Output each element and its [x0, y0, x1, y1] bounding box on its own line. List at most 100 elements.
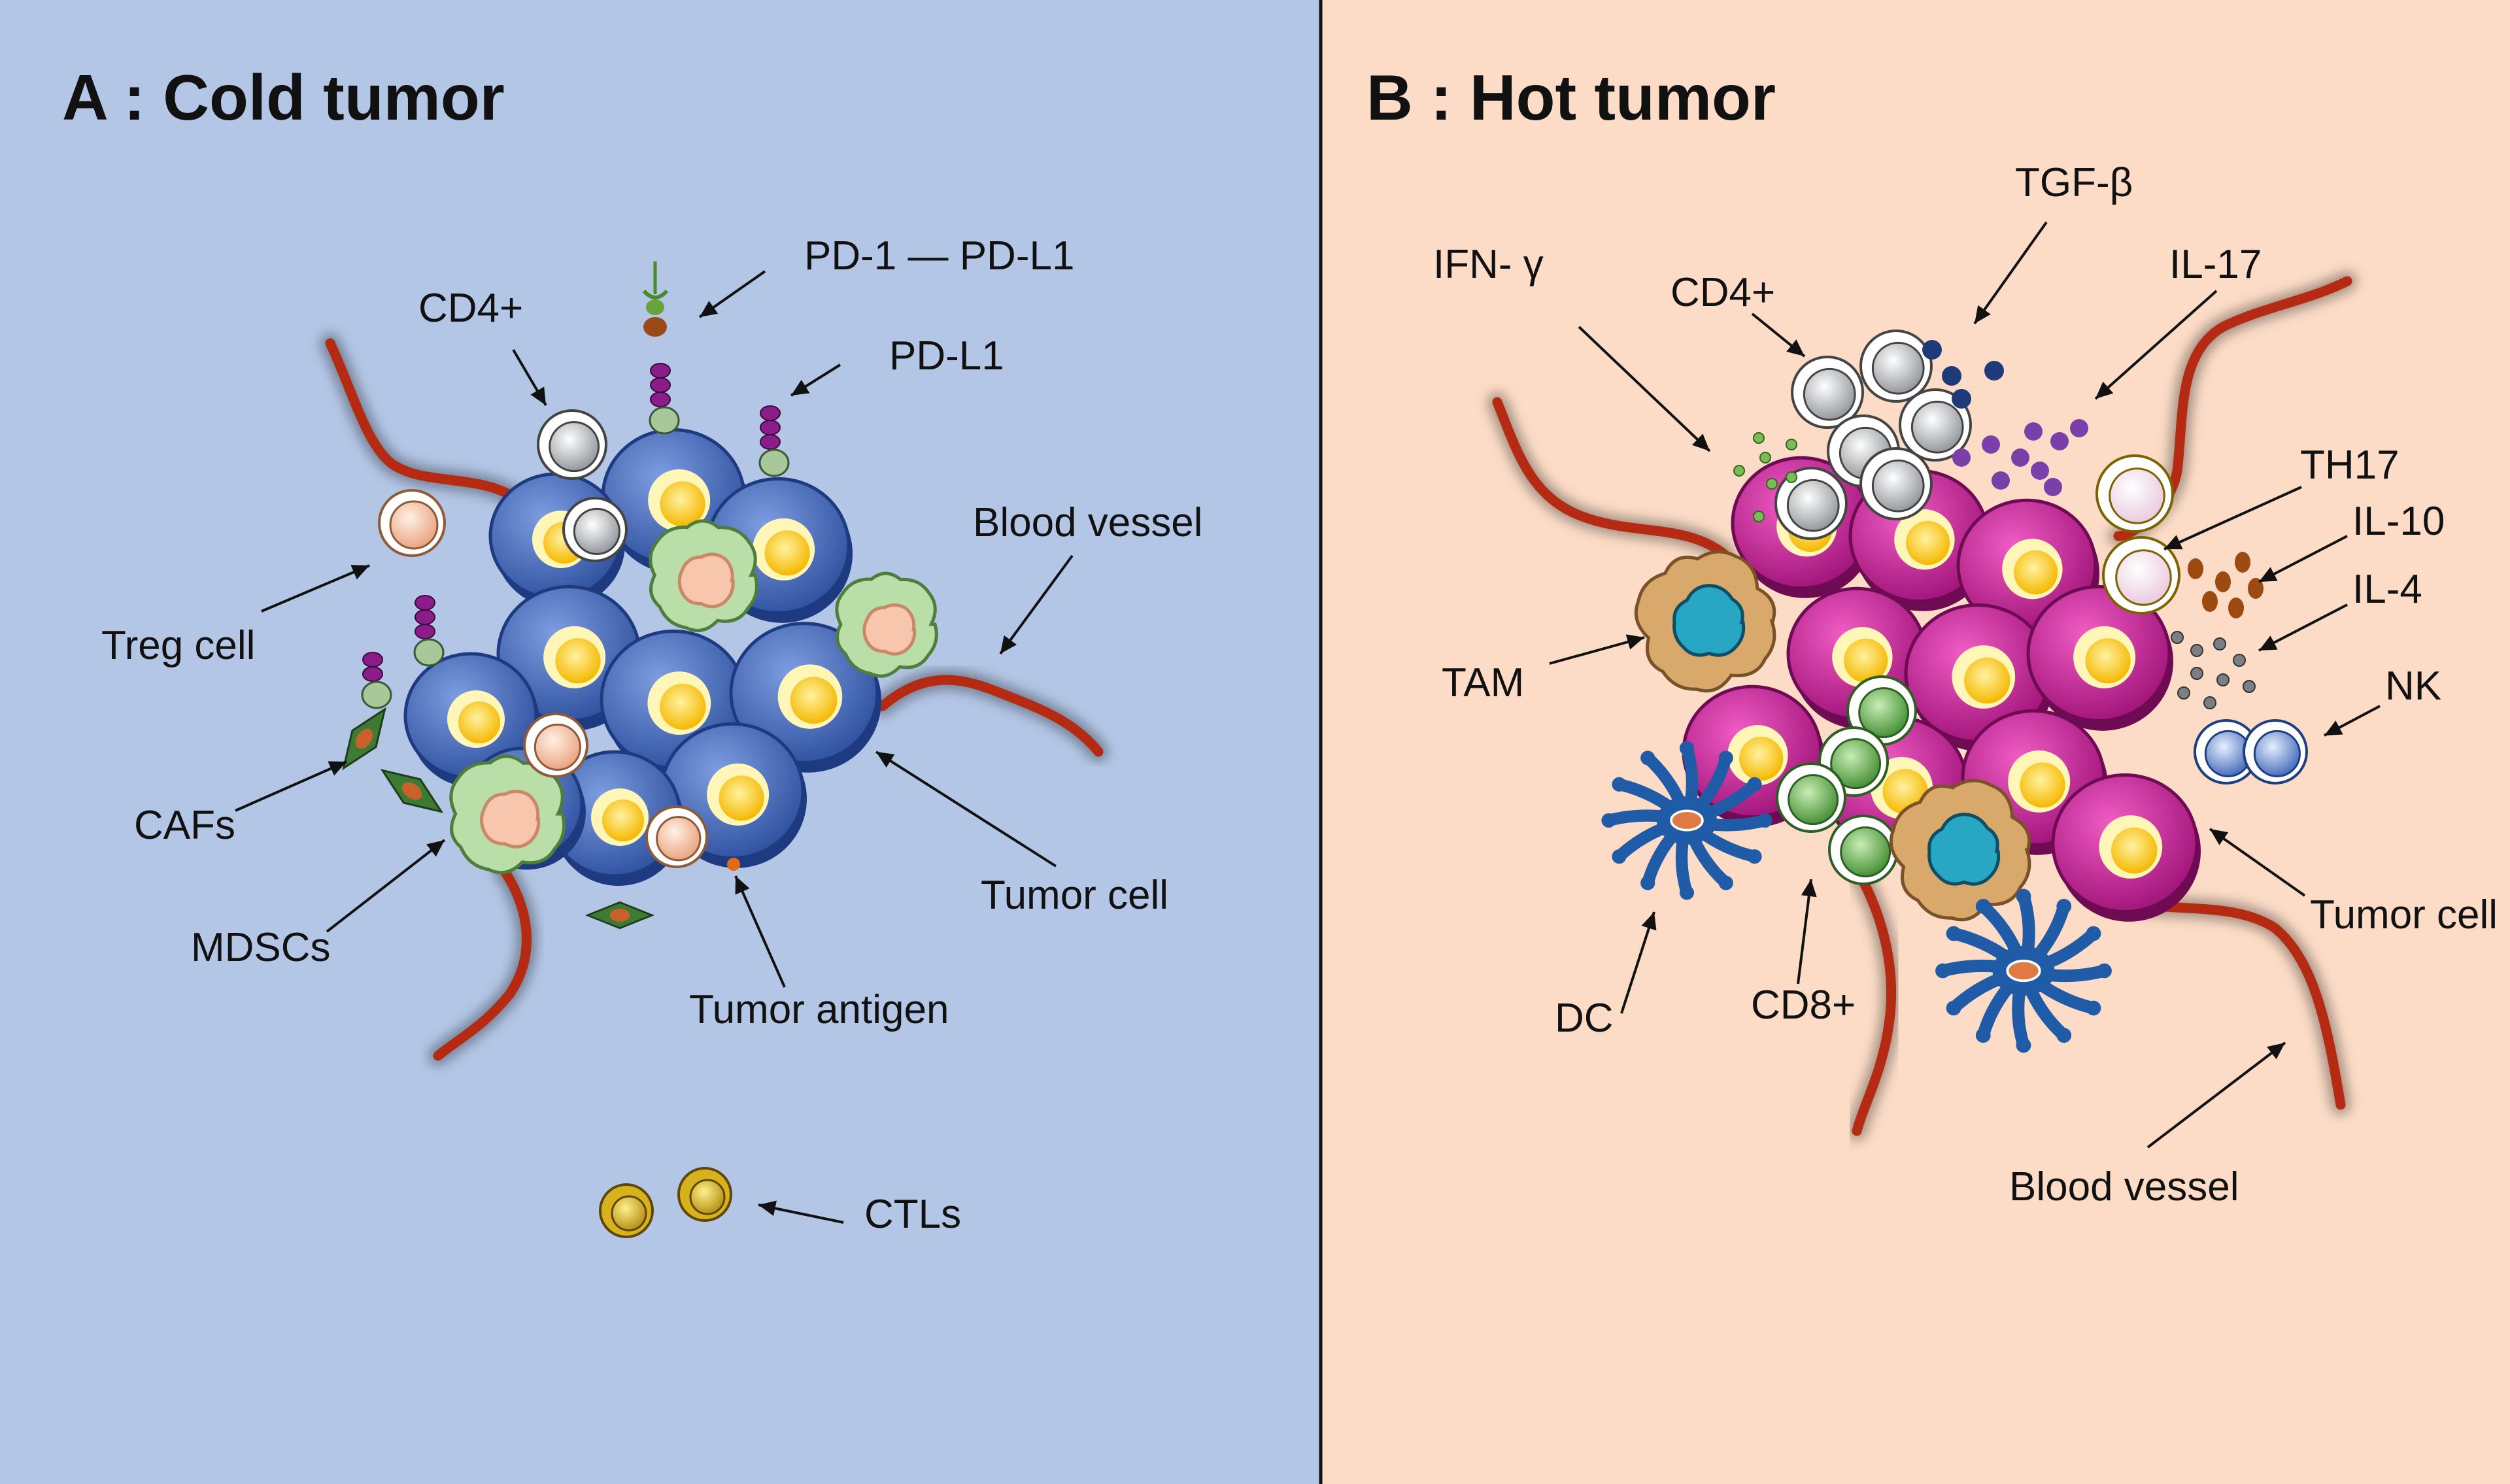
label-pd1-pdl1: PD-1 — PD-L1 [804, 233, 1074, 278]
il17-particle [2024, 422, 2043, 441]
pointer-arrow [2094, 290, 2218, 400]
treg-cells [378, 489, 708, 868]
il10-particle [2188, 558, 2203, 579]
label-tumor-cell-cold: Tumor cell [981, 873, 1168, 918]
arrow-head [2164, 535, 2183, 550]
pointer-arrow [1578, 326, 1711, 452]
label-ifn-gamma: IFN- γ [1433, 242, 1544, 287]
receptor-bead [650, 392, 671, 407]
pointer-arrow [2324, 705, 2381, 737]
il4-particle [2190, 644, 2203, 657]
receptor-bead [650, 377, 671, 393]
arrow-shaft [1578, 326, 1711, 452]
label-ctls: CTLs [864, 1192, 961, 1237]
tumor-cell-nucleus [790, 677, 838, 724]
dc-dendrite-tip [1640, 875, 1655, 890]
mdsc-nucleus [862, 603, 917, 656]
th17-cell-core [2109, 467, 2165, 524]
il4-particle [2171, 631, 2184, 644]
arrow-head [2259, 635, 2278, 650]
arrow-shaft [734, 875, 786, 988]
pointer-arrow [875, 750, 1057, 868]
label-tumor-antigen: Tumor antigen [689, 987, 949, 1032]
caf-cell [380, 769, 444, 813]
pointer-arrow [734, 875, 786, 988]
cd4-t-cell-core [549, 421, 600, 473]
arrow-shaft [2146, 1041, 2286, 1149]
pointer-arrow [1549, 634, 1645, 665]
pd-receptor [413, 595, 445, 667]
cold-panel-title: A : Cold tumor [62, 61, 505, 133]
il10-particle [2235, 552, 2250, 573]
cd4-t-cell-core [1871, 341, 1925, 395]
blood-vessel [1492, 397, 1731, 561]
caf-nucleus [355, 728, 373, 749]
tumor-cell-nucleus [1844, 638, 1888, 683]
il17-particle [1982, 435, 2000, 454]
receptor-bead [415, 624, 435, 639]
tam-nucleus [1672, 584, 1746, 657]
arrow-shaft [261, 564, 370, 613]
tumor-cell-nucleus [2020, 762, 2065, 808]
cd4-t-cell [537, 409, 607, 480]
arrow-head [735, 876, 750, 895]
arrow-head [1691, 433, 1710, 451]
il17-particle [2070, 419, 2088, 437]
label-cd4-hot: CD4+ [1671, 270, 1775, 315]
treg-cell [645, 805, 708, 868]
nk-cells [2194, 719, 2308, 784]
dc-cells [1601, 741, 2112, 1053]
pointer-arrow [1797, 879, 1817, 985]
dc-dendrite-tip [1640, 750, 1655, 766]
receptor-base [649, 406, 680, 435]
tam-nucleus [1927, 813, 2001, 886]
treg-cell-core [656, 816, 702, 862]
cd8-t-cell [1828, 815, 1899, 885]
il4-particle [2203, 696, 2216, 709]
dc-nucleus [1670, 809, 1704, 832]
cd8-t-cell [1846, 675, 1917, 746]
label-pdl1: PD-L1 [889, 333, 1004, 379]
arrow-head [700, 301, 719, 317]
pointer-arrow [2258, 603, 2348, 652]
tumor-cell [2051, 773, 2201, 922]
receptor-bead [650, 363, 671, 379]
arrow-head [1641, 912, 1657, 931]
pd1-pdl1-receptors [361, 261, 790, 709]
label-blood-vessel-cold: Blood vessel [973, 500, 1203, 545]
tumor-cell-nucleus [660, 683, 706, 730]
cd4-t-cell [1859, 329, 1933, 403]
pointer-arrow [2146, 1041, 2286, 1149]
pointer-arrow [758, 1200, 844, 1224]
caf-cell [585, 901, 655, 930]
receptor-bead [760, 434, 781, 450]
arrow-head [1625, 634, 1644, 650]
pointer-arrow [1620, 911, 1657, 1014]
cold-tumor-panel: A : Cold tumor PD-1 — PD-L1 CD4+ PD-L1 B… [62, 61, 1203, 1238]
dc-dendrite-tip [1612, 849, 1627, 864]
arrow-shaft [1620, 911, 1655, 1014]
arrow-shaft [1797, 879, 1812, 985]
pointer-arrow [2209, 828, 2306, 897]
arrow-head [2210, 829, 2229, 845]
cd4-t-cell [1791, 356, 1864, 429]
dendritic-cell [1601, 741, 1772, 900]
tumor-cell [2026, 584, 2173, 731]
ifn-gamma-particle [1786, 439, 1797, 450]
cd8-t-cell-core [1858, 687, 1910, 739]
dc-dendrite-tip [2016, 888, 2031, 904]
arrow-shaft [326, 839, 446, 933]
il4-particle [2177, 686, 2190, 700]
tgf-beta-particle [1952, 389, 1971, 409]
il4-particle [2233, 654, 2246, 667]
receptor-bead [415, 609, 435, 625]
pointer-arrow [1751, 312, 1806, 358]
caf-cell [342, 707, 386, 771]
tumor-cell-nucleus [602, 800, 644, 841]
il4-particle [2243, 680, 2256, 693]
th17-cell [2102, 536, 2180, 615]
mdsc-cells [449, 519, 938, 875]
dc-dendrite-tip [1612, 777, 1627, 792]
label-il17: IL-17 [2169, 242, 2262, 287]
